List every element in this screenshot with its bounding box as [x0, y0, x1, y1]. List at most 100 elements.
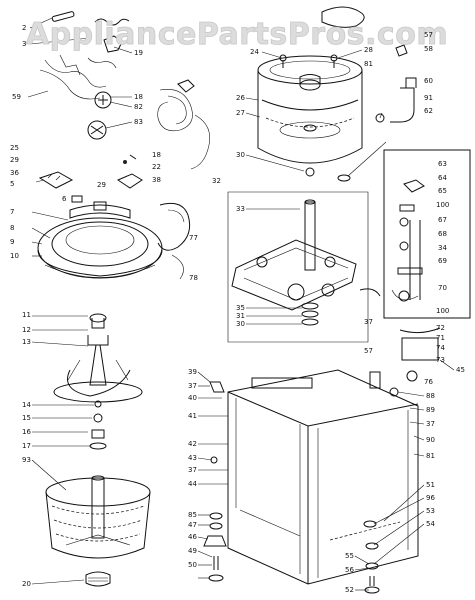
callout-label: 71 — [436, 334, 445, 342]
callout-label: 8 — [10, 224, 14, 232]
callout-label: 69 — [438, 257, 447, 265]
callout-label: 14 — [22, 401, 31, 409]
callout-label: 12 — [22, 326, 31, 334]
callout-label: 62 — [424, 107, 433, 115]
callout-label: 33 — [236, 205, 245, 213]
callout-label: 65 — [438, 187, 447, 195]
callout-label: 53 — [426, 507, 435, 515]
callout-label: 18 — [152, 151, 161, 159]
callout-label: 83 — [134, 118, 143, 126]
switch-inset — [399, 327, 455, 382]
callout-label: 18 — [134, 93, 143, 101]
callout-label: 2 — [22, 24, 26, 32]
wash-basket — [45, 475, 151, 587]
callout-label: 46 — [188, 533, 197, 541]
callout-label: 88 — [426, 392, 435, 400]
callout-label: 64 — [438, 174, 447, 182]
callout-label: 47 — [188, 521, 197, 529]
callout-label: 28 — [364, 46, 373, 54]
callout-label: 74 — [436, 344, 445, 352]
callout-label: 35 — [236, 304, 245, 312]
callout-label: 13 — [22, 338, 31, 346]
callout-label: 9 — [10, 238, 14, 246]
callout-label: 26 — [236, 94, 245, 102]
callout-label: 51 — [426, 481, 435, 489]
callout-label: 68 — [438, 230, 447, 238]
callout-label: 90 — [426, 436, 435, 444]
outer-tub-ring — [37, 201, 163, 279]
callout-label: 58 — [424, 45, 433, 53]
callout-label: 41 — [188, 412, 197, 420]
callout-label: 11 — [22, 311, 31, 319]
callout-label: 52 — [345, 586, 354, 594]
callout-label: 63 — [438, 160, 447, 168]
callout-label: 37 — [364, 318, 373, 326]
callout-label: 15 — [22, 414, 31, 422]
callout-label: 31 — [236, 312, 245, 320]
callout-labels: 2 3 19 59 18 82 83 25 29 36 5 18 22 38 2… — [10, 24, 465, 594]
callout-label: 73 — [436, 356, 445, 364]
callout-label: 89 — [426, 406, 435, 414]
callout-label: 82 — [134, 103, 143, 111]
callout-label: 10 — [10, 252, 19, 260]
callout-label: 72 — [436, 324, 445, 332]
callout-label: 38 — [152, 176, 161, 184]
callout-label: 81 — [364, 60, 373, 68]
control-parts-group — [38, 154, 143, 203]
callout-label: 44 — [188, 480, 197, 488]
callout-label: 3 — [22, 40, 26, 48]
callout-label: 96 — [426, 494, 435, 502]
callout-label: 56 — [345, 566, 354, 574]
callout-label: 70 — [438, 284, 447, 292]
callout-label: 77 — [189, 234, 198, 242]
callout-label: 34 — [438, 244, 447, 252]
callout-label: 36 — [10, 169, 19, 177]
callout-label: 43 — [188, 454, 197, 462]
callout-label: 39 — [188, 368, 197, 376]
callout-label: 85 — [188, 511, 197, 519]
leader-lines — [27, 17, 425, 591]
callout-label: 27 — [236, 109, 245, 117]
watermark: AppliancePartsPros.com — [26, 17, 448, 52]
callout-label: 45 — [456, 366, 465, 374]
callout-label: 40 — [188, 394, 197, 402]
callout-label: 17 — [22, 442, 31, 450]
callout-label: 37 — [188, 382, 197, 390]
callout-label: 19 — [134, 49, 143, 57]
callout-label: 6 — [62, 195, 67, 203]
leveling-legs — [203, 512, 380, 594]
callout-label: 7 — [10, 208, 14, 216]
callout-label: 32 — [212, 177, 221, 185]
cabinet — [209, 369, 419, 585]
callout-label: 54 — [426, 520, 435, 528]
callout-label: 57 — [424, 31, 433, 39]
callout-label: 5 — [10, 180, 14, 188]
callout-label: 30 — [236, 151, 245, 159]
callout-label: 100 — [436, 307, 449, 315]
callout-label: 37 — [188, 466, 197, 474]
callout-label: 78 — [189, 274, 198, 282]
callout-label: 22 — [152, 163, 161, 171]
outer-tub — [257, 6, 417, 182]
callout-label: 24 — [250, 48, 259, 56]
motor-cord-group — [157, 202, 191, 280]
wiring-harness-group — [39, 11, 210, 170]
callout-label: 37 — [426, 420, 435, 428]
callout-label: 29 — [10, 156, 19, 164]
callout-label: 76 — [424, 378, 433, 386]
callout-label: 30 — [236, 320, 245, 328]
callout-label: 93 — [22, 456, 31, 464]
callout-label: 81 — [426, 452, 435, 460]
callout-label: 50 — [188, 561, 197, 569]
transmission-assembly-box — [227, 167, 381, 343]
callout-label: 60 — [424, 77, 433, 85]
callout-label: 55 — [345, 552, 354, 560]
callout-label: 29 — [97, 181, 106, 189]
linkage-inset-box — [383, 149, 471, 319]
callout-label: 20 — [22, 580, 31, 588]
agitator — [53, 313, 143, 450]
callout-label: 57 — [364, 347, 373, 355]
callout-label: 49 — [188, 547, 197, 555]
callout-label: 91 — [424, 94, 433, 102]
